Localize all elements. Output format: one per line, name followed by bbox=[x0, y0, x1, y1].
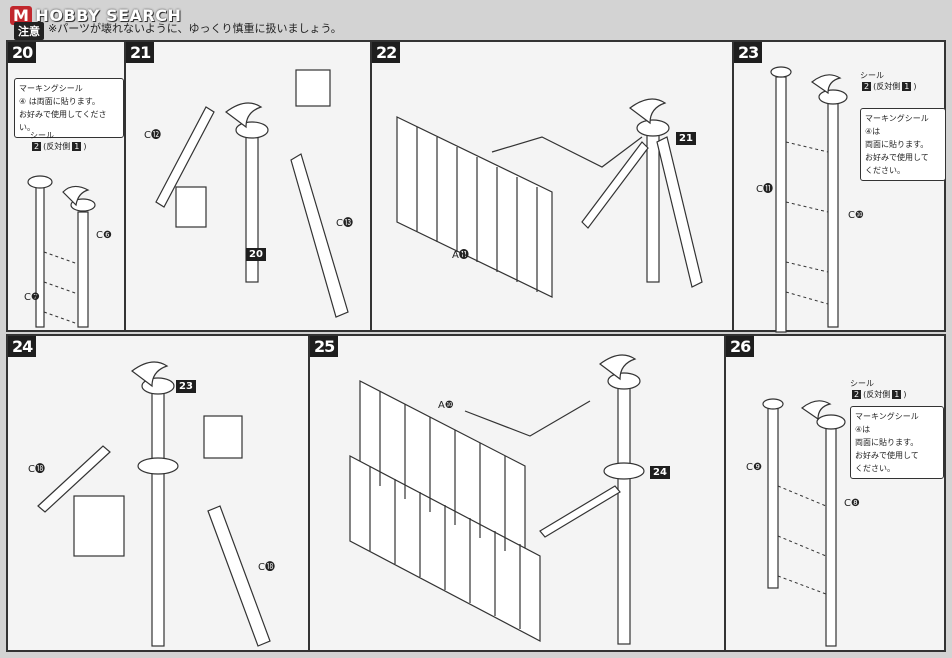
part-label-c18b: C⓲ bbox=[258, 562, 275, 573]
callout-text-2: お好みで使用してください。 bbox=[19, 110, 107, 132]
callout-text-3: お好みで使用して bbox=[855, 451, 919, 460]
caution-label: 注意 bbox=[14, 22, 44, 40]
callout-text-3: お好みで使用して bbox=[865, 153, 929, 162]
sticker-callout: マーキングシール ④は 両面に貼ります。 お好みで使用して ください。 bbox=[850, 406, 944, 479]
step-25-panel: 25 A❿ 24 bbox=[308, 334, 726, 652]
mast bbox=[617, 385, 631, 645]
callout-text: は bbox=[872, 127, 881, 136]
seal-badge-2: 1 bbox=[72, 142, 82, 151]
step-number: 24 bbox=[8, 336, 37, 357]
seal-close: ) bbox=[83, 142, 87, 151]
part-label-c13: C⓭ bbox=[336, 218, 353, 229]
step-number: 22 bbox=[372, 42, 401, 63]
part-label-c10: C❿ bbox=[848, 210, 864, 221]
seal-label: シール bbox=[30, 131, 54, 140]
rigging-c12 bbox=[155, 106, 215, 208]
callout-text: は bbox=[862, 425, 871, 434]
part-label-c8: C❽ bbox=[844, 498, 860, 509]
seal-number: ④ bbox=[19, 97, 27, 106]
caution-note: ※パーツが壊れないように、ゆっくり慎重に扱いましょう。 bbox=[48, 22, 342, 35]
seal-close: ) bbox=[903, 390, 907, 399]
step-number: 21 bbox=[126, 42, 155, 63]
part-label-c12: C⓬ bbox=[144, 130, 161, 141]
part-label-c6: C❻ bbox=[96, 230, 112, 241]
sail-a11 bbox=[396, 116, 553, 298]
logo-text: HOBBY SEARCH bbox=[35, 6, 182, 25]
seal-label: シール bbox=[860, 71, 884, 80]
mast bbox=[646, 131, 660, 283]
step-23-illustration bbox=[770, 66, 848, 333]
step-20-illustration bbox=[27, 175, 96, 328]
logo-badge: M bbox=[10, 6, 33, 25]
sticker-callout: マーキングシール ④ は両面に貼ります。 お好みで使用してください。 bbox=[14, 78, 124, 138]
seal-side: (反対側 bbox=[863, 390, 891, 399]
seal-side: (反対側 bbox=[43, 142, 71, 151]
flag-shape bbox=[62, 185, 90, 207]
mast-a bbox=[767, 407, 779, 589]
sticker-callout: マーキングシール ④は 両面に貼ります。 お好みで使用して ください。 bbox=[860, 108, 946, 181]
step-25-illustration bbox=[349, 354, 645, 645]
seal-badge: 2 bbox=[862, 82, 872, 91]
seal-number: ④ bbox=[855, 425, 863, 434]
step-reference: 23 bbox=[176, 380, 196, 393]
step-22-illustration bbox=[396, 98, 703, 298]
rigging-c18a bbox=[37, 445, 111, 513]
step-24-illustration bbox=[37, 361, 271, 647]
step-number: 26 bbox=[726, 336, 755, 357]
seal-badge-2: 1 bbox=[902, 82, 912, 91]
callout-text-4: ください。 bbox=[865, 166, 905, 175]
callout-title: マーキングシール bbox=[865, 114, 929, 123]
part-label-a11: A⓫ bbox=[452, 250, 469, 261]
step-21-illustration bbox=[155, 69, 349, 318]
mast-a bbox=[775, 76, 787, 333]
step-number: 23 bbox=[734, 42, 763, 63]
part-label-c18a: C⓲ bbox=[28, 464, 45, 475]
step-20-panel: 20 マーキングシール ④ は両面に貼ります。 お好みで使用してください。 シー… bbox=[6, 40, 126, 332]
seal-badge: 2 bbox=[32, 142, 42, 151]
seal-side: (反対側 bbox=[873, 82, 901, 91]
rigging-c18b bbox=[207, 505, 271, 647]
step-24-panel: 24 C⓲ C⓲ 23 bbox=[6, 334, 310, 652]
part-label-a10: A❿ bbox=[438, 400, 454, 411]
step-number: 20 bbox=[8, 42, 37, 63]
part-label-c7: C❼ bbox=[24, 292, 40, 303]
callout-text-2: 両面に貼ります。 bbox=[855, 438, 919, 447]
seal-number: ④ bbox=[865, 127, 873, 136]
seal-badge: 2 bbox=[852, 390, 862, 399]
step-reference: 24 bbox=[650, 466, 670, 479]
mast-b bbox=[825, 425, 837, 647]
mast-b bbox=[827, 101, 839, 328]
rigging-c13 bbox=[290, 153, 349, 318]
part-label-c9: C❾ bbox=[746, 462, 762, 473]
callout-text-4: ください。 bbox=[855, 464, 895, 473]
callout-text: は両面に貼ります。 bbox=[28, 97, 100, 106]
mast bbox=[151, 390, 165, 647]
mast-b bbox=[77, 211, 89, 328]
part-label-c11: C⓫ bbox=[756, 184, 773, 195]
seal-close: ) bbox=[913, 82, 917, 91]
step-reference: 21 bbox=[676, 132, 696, 145]
step-number: 25 bbox=[310, 336, 339, 357]
seal-label: シール bbox=[850, 379, 874, 388]
step-22-panel: 22 A⓫ 21 bbox=[370, 40, 734, 332]
callout-text-2: 両面に貼ります。 bbox=[865, 140, 929, 149]
step-21-panel: 21 C⓬ C⓭ 20 bbox=[124, 40, 372, 332]
seal-badge-2: 1 bbox=[892, 390, 902, 399]
step-reference: 20 bbox=[246, 248, 266, 261]
step-26-illustration bbox=[762, 398, 846, 647]
mast-a bbox=[35, 186, 45, 328]
callout-title: マーキングシール bbox=[19, 84, 83, 93]
callout-title: マーキングシール bbox=[855, 412, 919, 421]
